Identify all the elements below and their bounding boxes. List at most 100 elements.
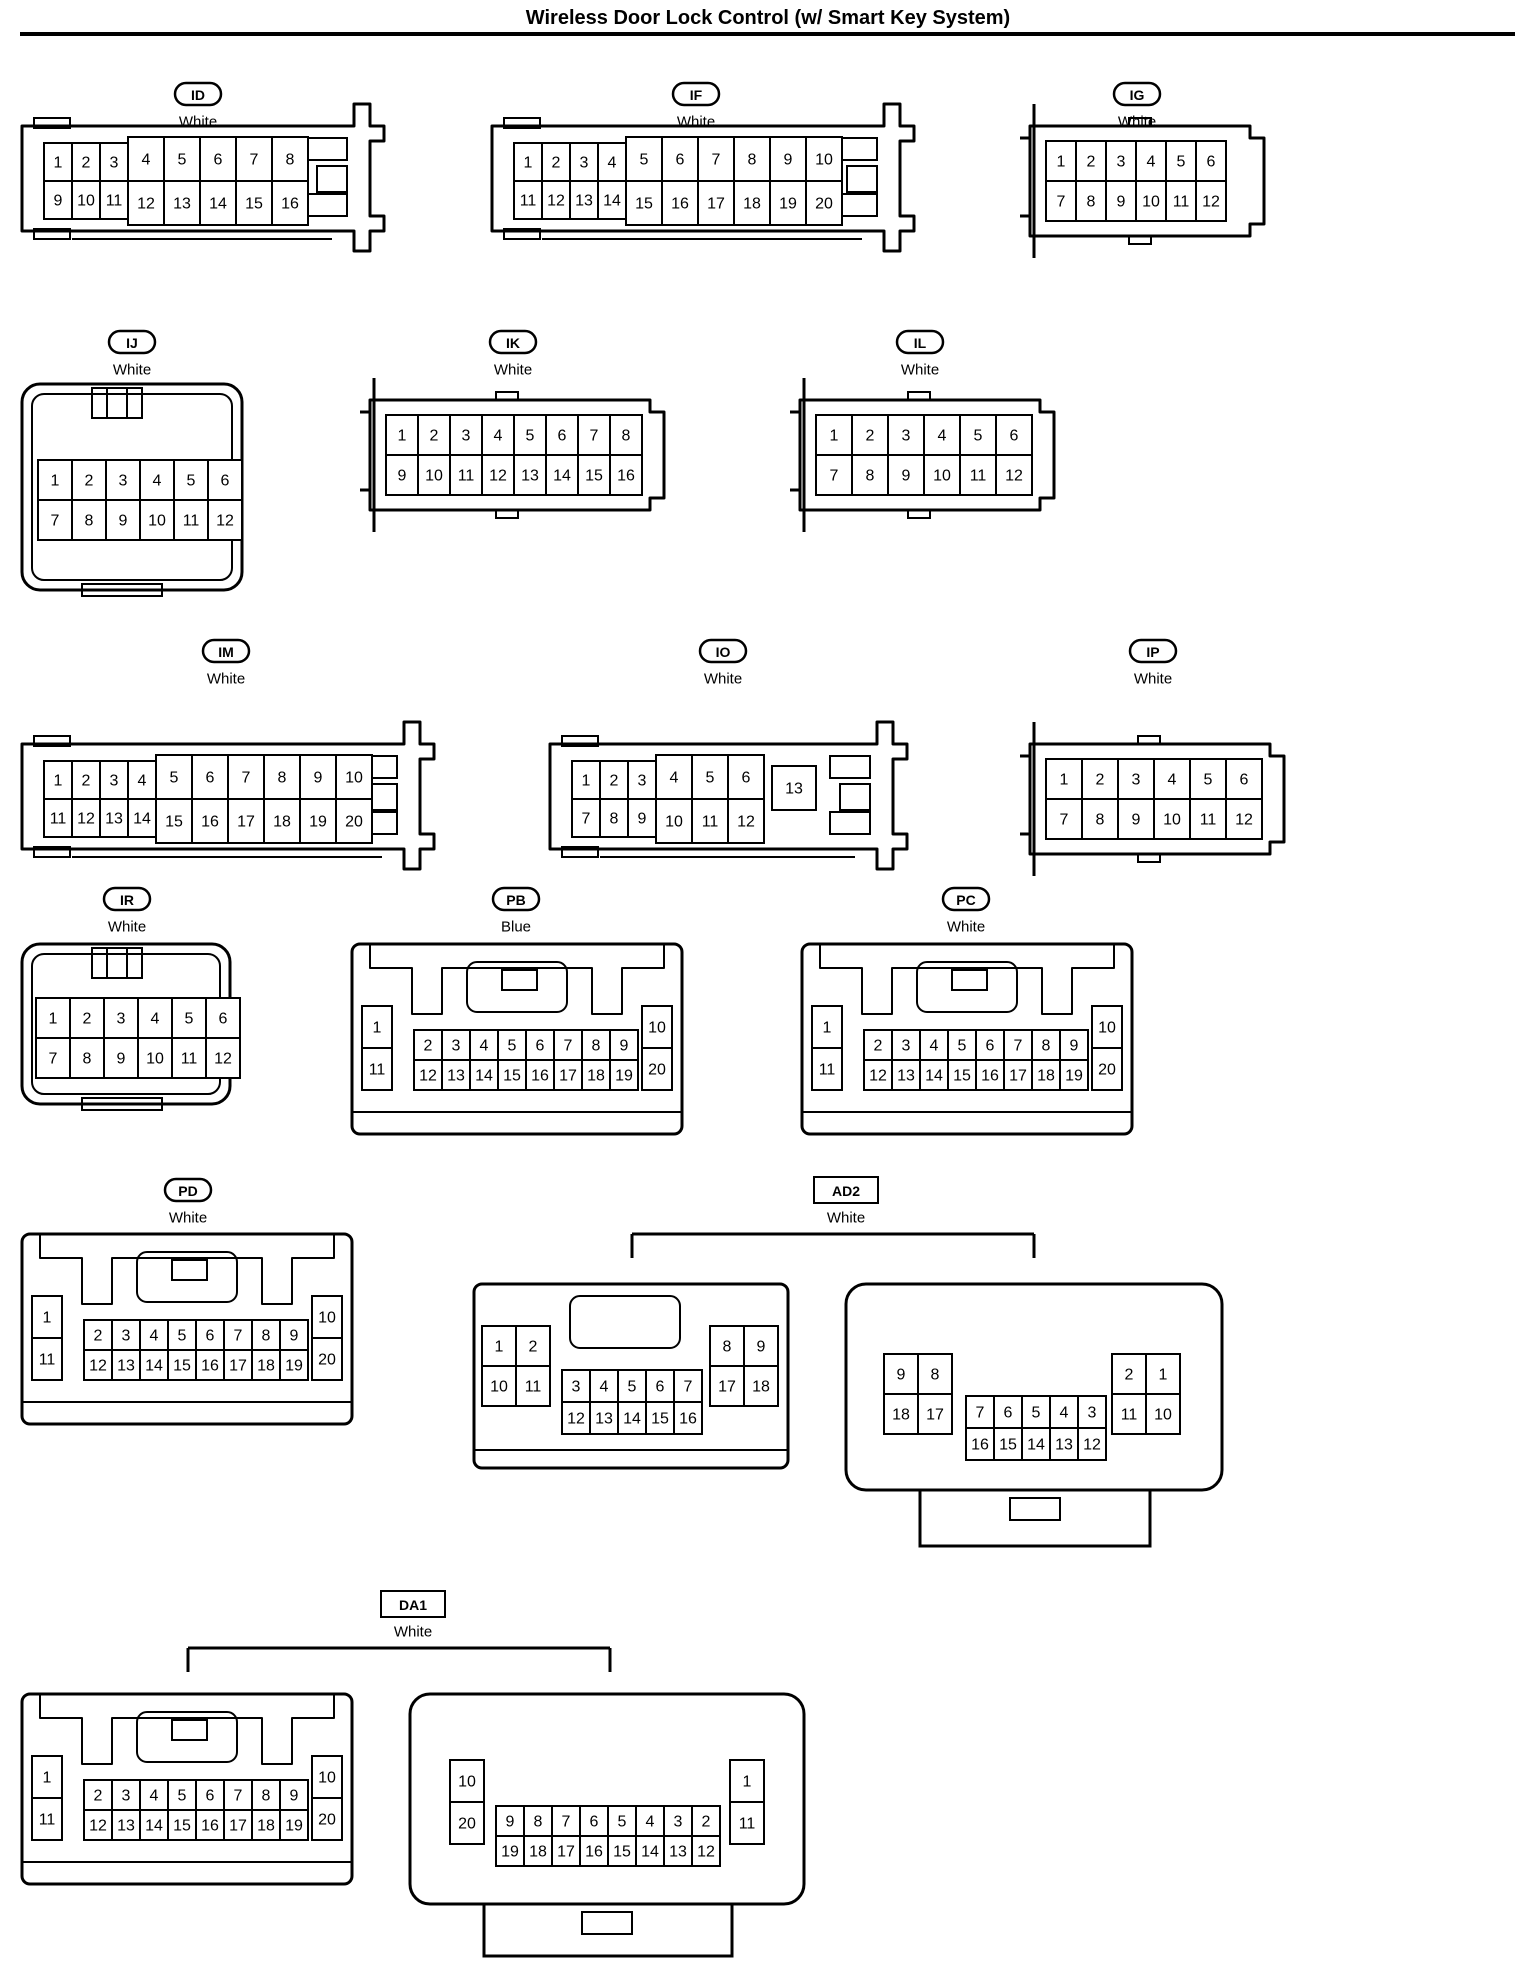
pin-number-ad2-16: 16 [971,1437,989,1454]
connector-color: White [947,919,985,936]
pin-cavity [251,1779,281,1811]
pin-number-io-10: 10 [665,814,683,831]
pin-cavity [105,499,141,541]
pin-cavity [513,454,547,496]
pin-number-ad2-11: 11 [525,1379,542,1396]
housing-outline [306,137,348,161]
pin-cavity [661,180,699,226]
connector-code-badge [491,886,541,912]
pin-number-if-17: 17 [707,196,725,213]
pin-number-ij-3: 3 [119,473,128,490]
connector-color: Blue [501,919,531,936]
pin-number-im-8: 8 [278,770,287,787]
pin-cavity [805,180,843,226]
pin-number-ad2-4: 4 [1060,1405,1069,1422]
housing-outline [1128,235,1152,245]
pin-cavity [1031,1059,1061,1091]
connector-color: White [169,1210,207,1227]
pin-number-ad2-7: 7 [684,1379,693,1396]
pin-number-if-14: 14 [603,193,621,210]
pin-cavity [111,1349,141,1381]
housing-outline [39,1234,335,1305]
pin-number-im-14: 14 [133,811,151,828]
pin-cavity [207,499,243,541]
pin-number-id-9: 9 [54,193,63,210]
pin-cavity [413,1059,443,1091]
pin-cavity [103,1037,139,1079]
pin-number-ad2-13: 13 [1055,1437,1073,1454]
pin-number-if-13: 13 [575,193,593,210]
pin-number-if-16: 16 [671,196,689,213]
pin-number-ip-7: 7 [1060,812,1069,829]
pin-number-ad2-7: 7 [976,1405,985,1422]
pin-cavity [227,798,265,844]
pin-cavity [569,180,599,220]
pin-number-da1-1: 1 [43,1770,52,1787]
connector-code: PB [506,892,525,908]
pin-number-ip-8: 8 [1096,812,1105,829]
pin-number-ij-1: 1 [51,473,60,490]
connector-code: IF [690,87,703,103]
pin-number-im-3: 3 [110,773,119,790]
pin-number-io-12: 12 [737,814,755,831]
housing-outline [380,1590,446,1618]
pin-cavity [167,1809,197,1841]
pin-cavity [729,1759,765,1803]
pin-number-ir-7: 7 [49,1051,58,1068]
pin-cavity [545,454,579,496]
pin-number-pb-19: 19 [615,1068,633,1085]
pin-number-ig-9: 9 [1117,194,1126,211]
pin-number-im-4: 4 [138,773,147,790]
pin-number-ad2-10: 10 [1154,1407,1172,1424]
pin-number-im-6: 6 [206,770,215,787]
pin-cavity [597,142,627,182]
pin-number-if-9: 9 [784,152,793,169]
pin-number-im-16: 16 [201,814,219,831]
housing-outline [20,720,436,871]
pin-number-da1-8: 8 [534,1814,543,1831]
housing-outline [369,944,665,1015]
pin-number-pc-8: 8 [1042,1038,1051,1055]
pin-number-da1-5: 5 [618,1814,627,1831]
housing-outline [1028,124,1266,238]
pin-number-ir-4: 4 [151,1011,160,1028]
pin-cavity [361,1047,393,1091]
pin-cavity [69,1037,105,1079]
pin-number-ig-7: 7 [1057,194,1066,211]
pin-cavity [917,1393,953,1435]
pin-cavity [163,136,201,182]
pin-cavity [729,1801,765,1845]
pin-number-ip-3: 3 [1132,772,1141,789]
pin-number-ad2-3: 3 [572,1379,581,1396]
pin-number-ad2-8: 8 [931,1367,940,1384]
pin-cavity [1075,180,1107,222]
pin-number-da1-7: 7 [562,1814,571,1831]
pin-number-pb-5: 5 [508,1038,517,1055]
pin-number-id-5: 5 [178,152,187,169]
housing-outline [136,1711,238,1763]
connector-code-badge [671,81,721,107]
pin-number-ik-7: 7 [590,428,599,445]
housing-outline [800,942,1134,1136]
pin-cavity [673,1401,703,1435]
pin-number-da1-3: 3 [122,1788,131,1805]
connector-code: IM [218,644,234,660]
pin-cavity [577,454,611,496]
housing-outline [1137,853,1161,863]
pin-number-pd-8: 8 [262,1328,271,1345]
housing-outline [951,969,988,991]
connector-code-badge [201,638,251,664]
pin-number-ir-6: 6 [219,1011,228,1028]
pin-cavity [1145,1353,1181,1395]
pin-number-pc-9: 9 [1070,1038,1079,1055]
pin-number-pc-17: 17 [1009,1068,1027,1085]
pin-cavity [199,180,237,226]
pin-number-im-2: 2 [82,773,91,790]
housing-outline [569,1295,681,1349]
